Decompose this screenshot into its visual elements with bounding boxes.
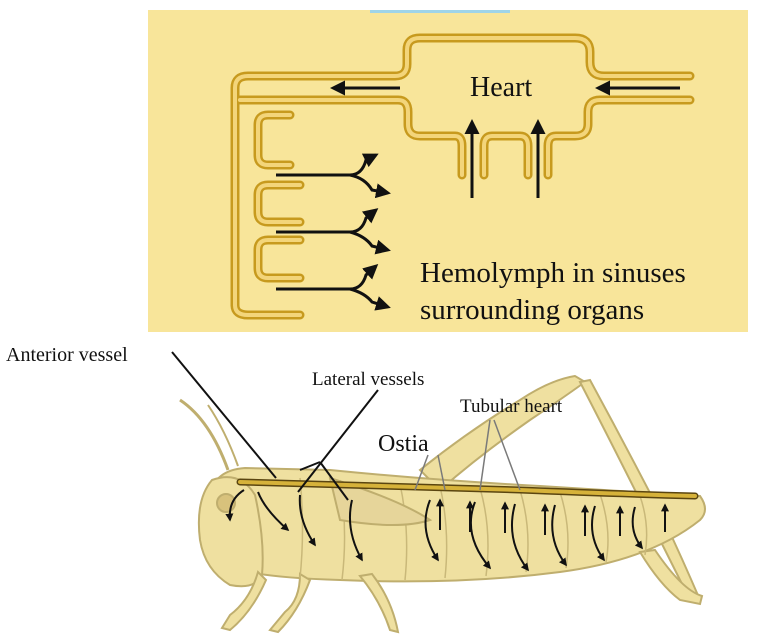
heart-label: Heart — [470, 74, 532, 102]
head — [199, 477, 263, 586]
hemolymph-label-line2: surrounding organs — [420, 296, 644, 325]
tubular-heart-label: Tubular heart — [460, 397, 562, 416]
lateral-vessels-label: Lateral vessels — [312, 370, 424, 389]
hemolymph-label-line1: Hemolymph in sinuses — [420, 259, 686, 288]
grasshopper-illustration — [180, 376, 705, 632]
middle-leg — [360, 574, 398, 632]
front-leg — [270, 574, 310, 632]
hind-femur — [420, 376, 585, 490]
ostia-label: Ostia — [378, 432, 429, 456]
anterior-vessel-label: Anterior vessel — [6, 345, 128, 365]
